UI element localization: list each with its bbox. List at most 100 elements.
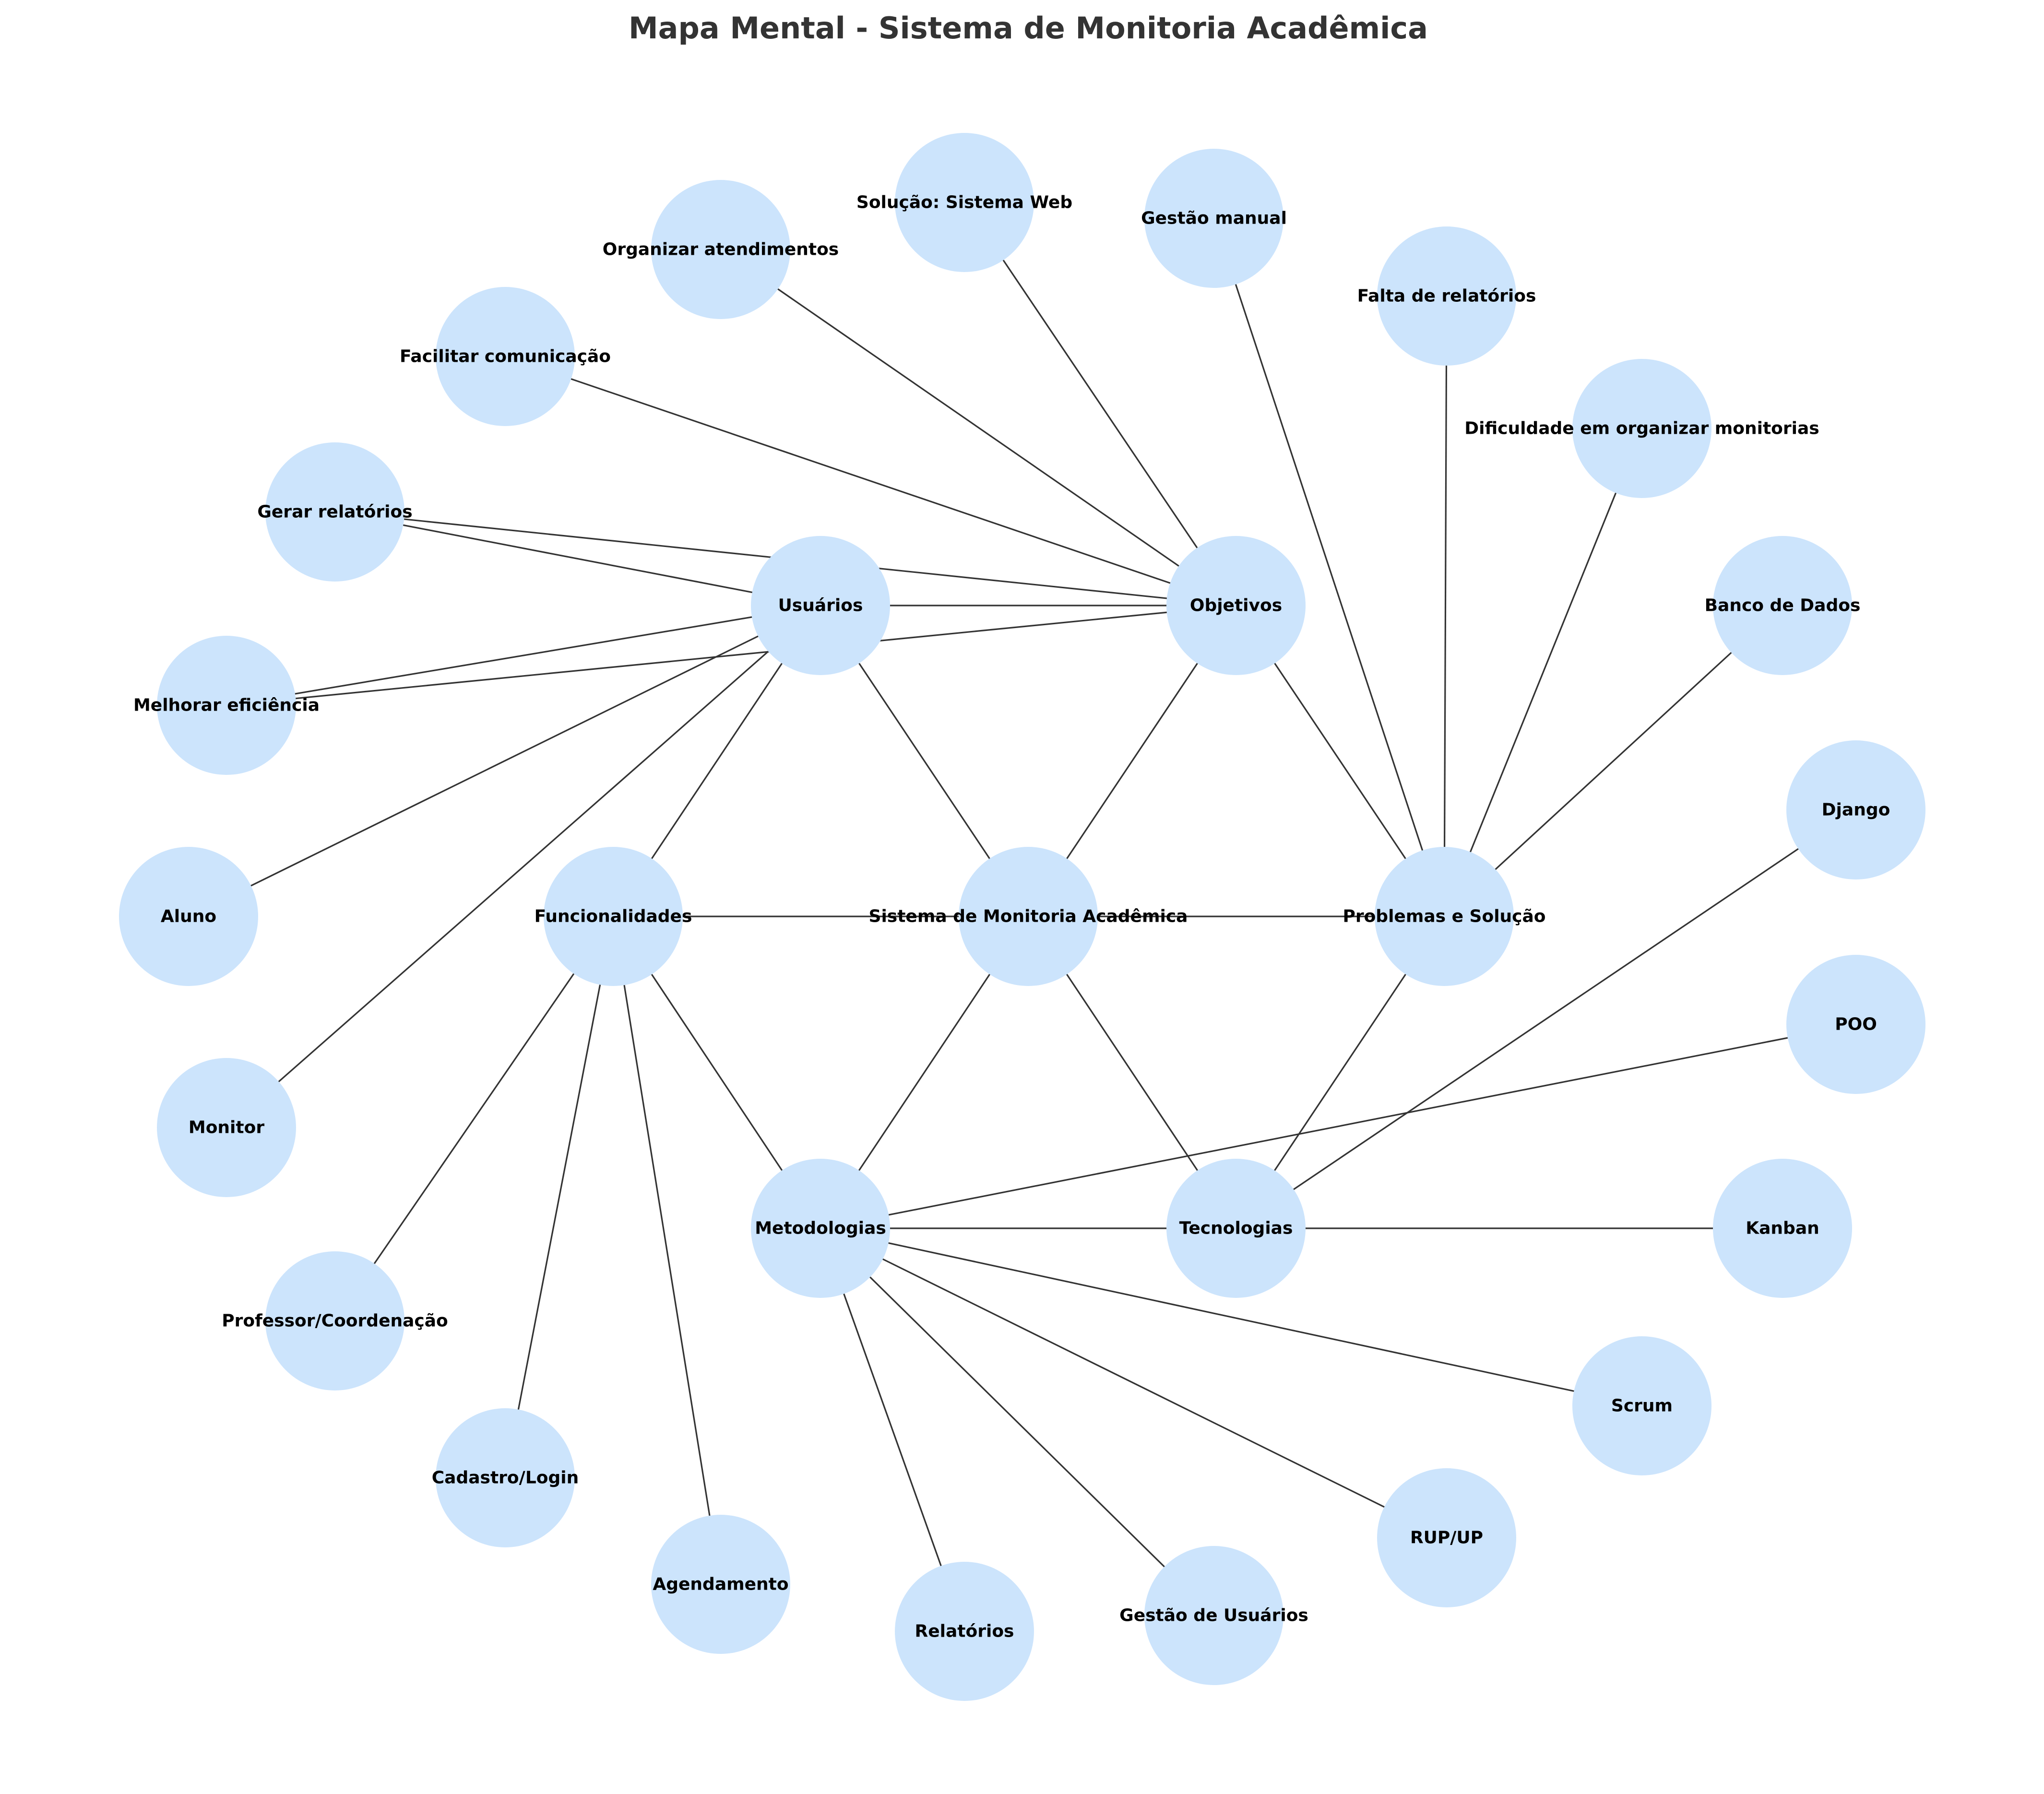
node-circle-rup bbox=[1377, 1468, 1516, 1607]
edge-problemas-falta_relatorios bbox=[1443, 296, 1448, 917]
node-label-aluno: Aluno bbox=[161, 907, 216, 927]
node-circle-tecnologias bbox=[1166, 1159, 1306, 1298]
node-circle-center bbox=[959, 847, 1098, 986]
node-label-relatorios: Relatórios bbox=[915, 1622, 1014, 1641]
node-circle-monitor bbox=[157, 1058, 296, 1197]
edge-usuarios-aluno bbox=[188, 605, 821, 917]
node-circle-django bbox=[1786, 740, 1925, 879]
edge-metodologias-poo bbox=[820, 1023, 1856, 1229]
edge-objetivos-organizar bbox=[720, 249, 1236, 606]
node-label-professor: Professor/Coordenação bbox=[222, 1311, 448, 1331]
node-label-scrum: Scrum bbox=[1611, 1396, 1673, 1416]
node-circle-problemas bbox=[1375, 847, 1514, 986]
node-circle-metodologias bbox=[751, 1159, 890, 1298]
node-usuarios: Usuários bbox=[751, 536, 890, 675]
node-label-tecnologias: Tecnologias bbox=[1179, 1219, 1293, 1238]
edge-objetivos-melhorar bbox=[226, 605, 1236, 706]
node-center: Sistema de Monitoria Acadêmica bbox=[869, 847, 1188, 986]
edge-tecnologias-django bbox=[1236, 809, 1856, 1229]
node-label-banco_dados: Banco de Dados bbox=[1705, 596, 1861, 616]
node-circle-relatorios bbox=[895, 1562, 1034, 1701]
edge-metodologias-rup bbox=[820, 1227, 1447, 1539]
edge-usuarios-monitor bbox=[226, 605, 821, 1129]
node-circle-kanban bbox=[1713, 1159, 1852, 1298]
node-circle-professor bbox=[265, 1251, 404, 1390]
node-circle-aluno bbox=[119, 847, 258, 986]
node-gestao_manual: Gestão manual bbox=[1141, 149, 1287, 288]
node-label-problemas: Problemas e Solução bbox=[1343, 907, 1545, 927]
edge-usuarios-melhorar bbox=[226, 605, 821, 706]
edge-metodologias-scrum bbox=[820, 1227, 1642, 1407]
nodes-layer: Sistema de Monitoria Acadêmica Usuários Ob… bbox=[119, 133, 1925, 1701]
node-scrum: Scrum bbox=[1572, 1336, 1711, 1475]
node-kanban: Kanban bbox=[1713, 1159, 1852, 1298]
node-label-django: Django bbox=[1822, 800, 1890, 820]
node-circle-gestao_usuarios bbox=[1144, 1546, 1283, 1685]
diagram-title: Mapa Mental - Sistema de Monitoria Acadê… bbox=[629, 11, 1428, 46]
node-circle-usuarios bbox=[751, 536, 890, 675]
node-circle-gerar_relatorios bbox=[265, 442, 404, 582]
node-cadastro: Cadastro/Login bbox=[432, 1408, 579, 1547]
node-circle-objetivos bbox=[1166, 536, 1306, 675]
node-label-agendamento: Agendamento bbox=[653, 1575, 788, 1594]
edge-metodologias-gestao_usuarios bbox=[820, 1227, 1215, 1616]
edge-problemas-gestao_manual bbox=[1213, 218, 1445, 917]
node-relatorios: Relatórios bbox=[895, 1562, 1034, 1701]
node-dificuldade: Dificuldade em organizar monitorias bbox=[1464, 359, 1819, 498]
edge-usuarios-gerar_relatorios bbox=[334, 511, 821, 606]
edge-funcionalidades-professor bbox=[334, 916, 614, 1321]
node-agendamento: Agendamento bbox=[651, 1515, 790, 1654]
node-label-gestao_manual: Gestão manual bbox=[1141, 209, 1287, 228]
node-circle-scrum bbox=[1572, 1336, 1711, 1475]
node-label-melhorar: Melhorar eficiência bbox=[133, 696, 320, 715]
node-gestao_usuarios: Gestão de Usuários bbox=[1119, 1546, 1308, 1685]
node-label-objetivos: Objetivos bbox=[1190, 596, 1282, 616]
node-label-funcionalidades: Funcionalidades bbox=[535, 907, 692, 927]
node-label-metodologias: Metodologias bbox=[755, 1219, 886, 1238]
node-label-falta_relatorios: Falta de relatórios bbox=[1357, 286, 1536, 306]
node-circle-funcionalidades bbox=[544, 847, 683, 986]
node-monitor: Monitor bbox=[157, 1058, 296, 1197]
node-circle-agendamento bbox=[651, 1515, 790, 1654]
node-problemas: Problemas e Solução bbox=[1343, 847, 1546, 986]
node-label-rup: RUP/UP bbox=[1410, 1528, 1483, 1548]
node-banco_dados: Banco de Dados bbox=[1705, 536, 1861, 675]
edge-funcionalidades-cadastro bbox=[504, 916, 614, 1478]
node-django: Django bbox=[1786, 740, 1925, 879]
node-circle-organizar bbox=[651, 180, 790, 319]
node-circle-gestao_manual bbox=[1144, 149, 1283, 288]
node-label-gestao_usuarios: Gestão de Usuários bbox=[1119, 1606, 1308, 1626]
node-label-monitor: Monitor bbox=[189, 1118, 264, 1138]
node-gerar_relatorios: Gerar relatórios bbox=[257, 442, 413, 582]
node-label-organizar: Organizar atendimentos bbox=[603, 240, 839, 260]
node-label-poo: POO bbox=[1835, 1015, 1877, 1034]
node-label-cadastro: Cadastro/Login bbox=[432, 1468, 579, 1488]
node-label-dificuldade: Dificuldade em organizar monitorias bbox=[1464, 419, 1819, 439]
node-label-solucao_web: Solução: Sistema Web bbox=[856, 193, 1072, 213]
node-facilitar: Facilitar comunicação bbox=[400, 287, 611, 426]
edge-metodologias-relatorios bbox=[820, 1228, 965, 1632]
edge-problemas-dificuldade bbox=[1443, 428, 1643, 917]
node-circle-facilitar bbox=[436, 287, 575, 426]
node-circle-solucao_web bbox=[895, 133, 1034, 272]
edge-objetivos-solucao_web bbox=[963, 202, 1237, 606]
node-label-usuarios: Usuários bbox=[778, 596, 863, 616]
node-label-gerar_relatorios: Gerar relatórios bbox=[257, 502, 412, 522]
node-circle-cadastro bbox=[436, 1408, 575, 1547]
node-melhorar: Melhorar eficiência bbox=[133, 636, 320, 775]
node-professor: Professor/Coordenação bbox=[222, 1251, 448, 1390]
node-circle-falta_relatorios bbox=[1377, 226, 1516, 366]
node-circle-dificuldade bbox=[1572, 359, 1711, 498]
node-poo: POO bbox=[1786, 955, 1925, 1094]
node-circle-melhorar bbox=[157, 636, 296, 775]
edge-funcionalidades-agendamento bbox=[612, 916, 722, 1585]
node-organizar: Organizar atendimentos bbox=[603, 180, 839, 319]
node-metodologias: Metodologias bbox=[751, 1159, 890, 1298]
node-label-center: Sistema de Monitoria Acadêmica bbox=[869, 907, 1188, 927]
node-solucao_web: Solução: Sistema Web bbox=[856, 133, 1072, 272]
node-falta_relatorios: Falta de relatórios bbox=[1357, 226, 1536, 366]
node-aluno: Aluno bbox=[119, 847, 258, 986]
node-tecnologias: Tecnologias bbox=[1166, 1159, 1306, 1298]
node-label-kanban: Kanban bbox=[1746, 1219, 1819, 1238]
